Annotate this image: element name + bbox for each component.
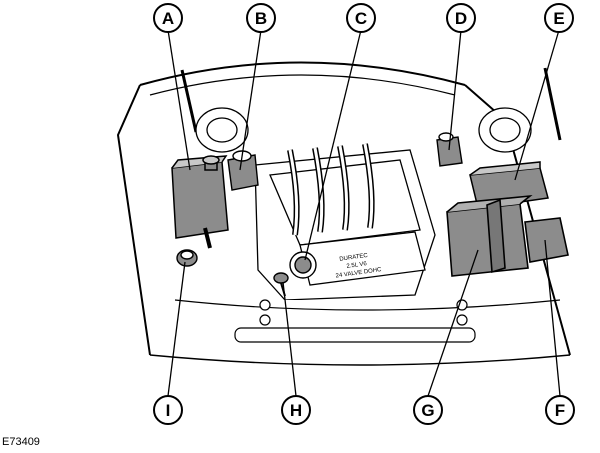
fuse-box: [524, 217, 569, 263]
callout-H: H: [281, 395, 311, 425]
callout-E: E: [544, 3, 574, 33]
engine-cover-line-1: DURATEC: [339, 253, 369, 263]
callout-label: B: [255, 9, 267, 28]
figure-code: E73409: [2, 436, 40, 448]
callout-label: A: [162, 9, 174, 28]
callout-A: A: [153, 3, 183, 33]
callout-C: C: [346, 3, 376, 33]
callout-B: B: [246, 3, 276, 33]
leader-lines: [167, 29, 561, 397]
brake-fluid-reservoir: [227, 150, 259, 191]
callout-label: I: [166, 401, 171, 420]
engine-cover-line-2: 2.5L V6: [346, 261, 368, 270]
callout-D: D: [446, 3, 476, 33]
callout-label: C: [355, 9, 367, 28]
callout-label: G: [421, 401, 434, 420]
callout-label: D: [455, 9, 467, 28]
callout-F: F: [545, 395, 575, 425]
power-steering-reservoir: [436, 132, 463, 167]
hood-struts: [180, 67, 562, 141]
battery: [446, 194, 533, 277]
callout-I: I: [153, 395, 183, 425]
callout-label: E: [553, 9, 564, 28]
radiator-support: [174, 299, 561, 343]
strut-towers: [195, 107, 532, 153]
oil-filler-cap: [289, 251, 317, 279]
callout-label: H: [290, 401, 302, 420]
washer-reservoir-cap: [176, 249, 198, 267]
coolant-expansion-tank: [171, 155, 229, 249]
callout-G: G: [413, 395, 443, 425]
callout-label: F: [555, 401, 565, 420]
